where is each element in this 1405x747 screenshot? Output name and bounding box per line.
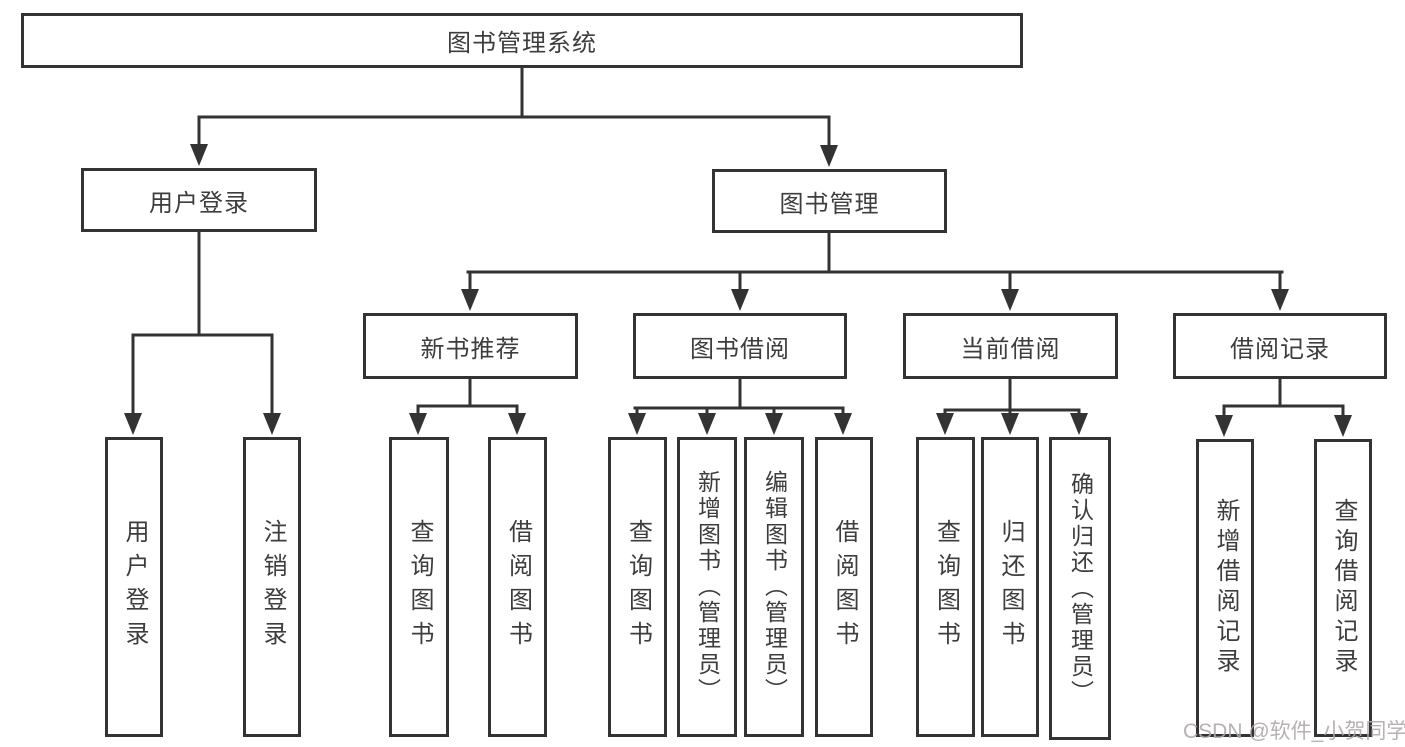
node-new-book-recommend-label: 新书推荐 [420,335,521,363]
node-user-login: 用户登录 [81,168,317,232]
leaf-recommend-query-books-label: 查询图书 [406,519,433,655]
leaf-user-login: 用户登录 [105,437,163,737]
leaf-user-login-label: 用户登录 [121,519,148,655]
node-user-login-label: 用户登录 [149,189,249,217]
leaf-add-borrow-record-label: 新增借阅记录 [1212,498,1239,678]
node-root: 图书管理系统 [21,13,1023,68]
leaf-recommend-borrow-books: 借阅图书 [488,437,547,737]
node-book-borrow-label: 图书借阅 [690,335,790,363]
leaf-borrow-query-books-label: 查询图书 [624,519,652,655]
leaf-add-borrow-record: 新增借阅记录 [1196,439,1254,737]
leaf-borrow-books-label: 借阅图书 [831,519,858,655]
node-book-management-label: 图书管理 [779,190,880,218]
leaf-edit-books-admin-label: 编辑图书（管理员） [761,470,788,704]
leaf-borrow-query-books: 查询图书 [608,437,667,737]
leaf-return-books: 归还图书 [981,437,1039,737]
leaf-query-borrow-record: 查询借阅记录 [1314,439,1372,737]
arrowheads [124,144,1352,437]
node-new-book-recommend: 新书推荐 [363,313,578,379]
node-book-borrow: 图书借阅 [633,313,847,379]
leaf-logout-login-label: 注销登录 [259,519,286,655]
node-current-borrow: 当前借阅 [903,313,1118,379]
leaf-recommend-query-books: 查询图书 [389,437,449,737]
leaf-return-books-label: 归还图书 [997,519,1024,655]
watermark: CSDN @软件_小贺同学 [1183,720,1405,743]
node-borrow-records-label: 借阅记录 [1230,335,1330,363]
leaf-logout-login: 注销登录 [243,437,301,737]
node-current-borrow-label: 当前借阅 [960,335,1061,363]
leaf-add-books-admin: 新增图书（管理员） [677,437,737,737]
leaf-current-query-books: 查询图书 [916,437,975,737]
leaf-confirm-return-admin-label: 确认归还（管理员） [1067,471,1094,706]
leaf-add-books-admin-label: 新增图书（管理员） [694,470,721,704]
leaf-borrow-books: 借阅图书 [815,437,873,737]
node-borrow-records: 借阅记录 [1173,313,1387,379]
leaf-recommend-borrow-books-label: 借阅图书 [504,519,532,655]
leaf-current-query-books-label: 查询图书 [932,519,960,655]
leaf-edit-books-admin: 编辑图书（管理员） [744,437,804,737]
node-root-label: 图书管理系统 [447,30,597,57]
leaf-confirm-return-admin: 确认归还（管理员） [1049,437,1111,740]
node-book-management: 图书管理 [712,169,947,233]
leaf-query-borrow-record-label: 查询借阅记录 [1330,498,1357,678]
